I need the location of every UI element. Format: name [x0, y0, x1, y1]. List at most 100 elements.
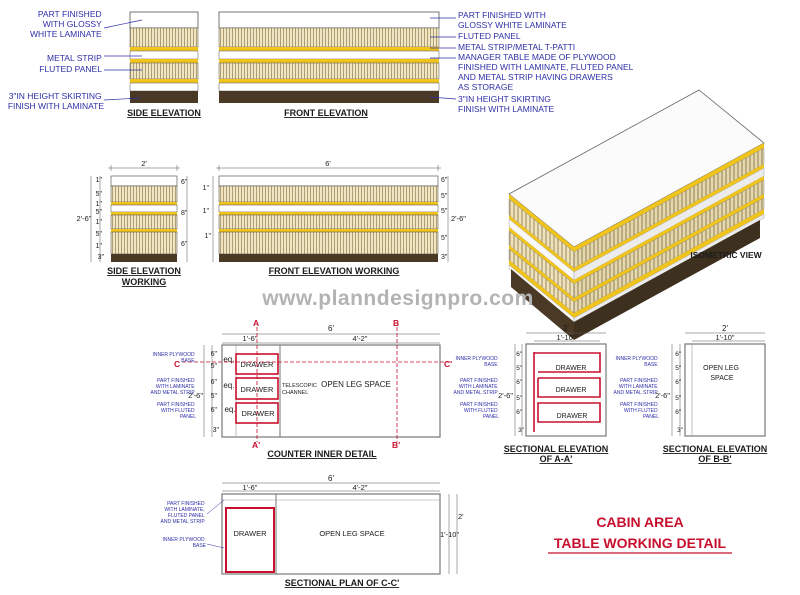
aa-caption-2: OF A-A' [540, 454, 573, 464]
bb-vdim-5: 6" [675, 409, 682, 416]
svg-text:INNER PLYWOOD BASE: INNER PLYWOOD BASE PART FINISHED WITH LA… [151, 352, 197, 420]
fw-dim-r3: 5" [441, 208, 448, 215]
sectional-elevation-bb: OPEN LEG SPACE 2' 1'-10" 2'-6" 6" 5" 6" … [614, 324, 768, 464]
svg-text:TELESCOPIC CHANNEL: TELESCOPIC CHANNEL [282, 383, 318, 396]
sec-a-mark: A [253, 318, 259, 328]
ci-note-3: PART FINISHED [157, 378, 195, 384]
cc-drawer-label: DRAWER [233, 529, 267, 538]
side-note-6: 3"IN HEIGHT SKIRTING [9, 91, 102, 101]
ci-note-4: WITH LAMINATE [156, 384, 195, 390]
sectional-elevation-aa: DRAWER DRAWER DRAWER 2' 1'-10" 2'-6" 6" … [454, 324, 609, 464]
svg-text:6" 5" 6" 5": 6" 5" 6" 5" 6" 3" [211, 351, 220, 434]
bb-width: 2' [722, 324, 728, 333]
fw-dim-r5: 3" [441, 254, 448, 261]
sw-dim-l7: 1" [96, 243, 103, 250]
bb-inner: 1'-10" [715, 333, 734, 342]
open-leg-space-label: OPEN LEG SPACE [321, 380, 391, 389]
sec-c2-mark: C' [444, 359, 452, 369]
aa-inner: 1'-10" [556, 333, 575, 342]
front-note-4: METAL STRIP/METAL T-PATTI [458, 42, 575, 52]
bb-note-8: PANEL [643, 414, 659, 420]
aa-width: 2' [563, 324, 569, 333]
svg-text:PART FINISHED WITH LAMIN: PART FINISHED WITH LAMINATE, FLUTED PANE… [161, 501, 207, 549]
ci-vdim-4: 5" [211, 393, 218, 400]
ci-note-5: AND METAL STRIP [151, 390, 196, 396]
aa-vdim-5: 6" [516, 409, 523, 416]
ci-vdim-6: 3" [213, 427, 220, 434]
aa-note-6: PART FINISHED [460, 402, 498, 408]
aa-vdim-1: 6" [516, 351, 523, 358]
svg-text:INNER PLYWOOD BASE: INNER PLYWOOD BASE PART FINISHED WITH LA… [454, 356, 500, 420]
isometric-caption: ISOMETRIC VIEW [690, 250, 762, 260]
isometric-view: ISOMETRIC VIEW [508, 89, 765, 340]
front-note-8: AS STORAGE [458, 82, 513, 92]
cc-width: 6' [328, 474, 334, 483]
front-note-6: FINISHED WITH LAMINATE, FLUTED PANEL [458, 62, 634, 72]
cc-open-label: OPEN LEG SPACE [319, 529, 384, 538]
aa-note-1: INNER PLYWOOD [455, 356, 498, 362]
svg-text:eq. eq. eq.: eq. eq. eq. [223, 355, 236, 414]
sw-dim-l6: 5" [96, 231, 103, 238]
side-note-5: FLUTED PANEL [39, 64, 102, 74]
sw-dim-l2: 5" [96, 191, 103, 198]
side-note-3: WHITE LAMINATE [30, 29, 102, 39]
counter-inner-caption: COUNTER INNER DETAIL [267, 449, 377, 459]
bb-vdim-2: 5" [675, 365, 682, 372]
aa-height: 2'-6" [498, 391, 513, 400]
aa-vdim-2: 5" [516, 365, 523, 372]
front-elevation: PART FINISHED WITH GLOSSY WHITE LAMINATE… [218, 10, 634, 118]
front-working-height: 2'-6" [451, 214, 466, 223]
bb-note-5: AND METAL STRIP [614, 390, 659, 396]
cc-inner: 1'-10" [440, 530, 459, 539]
bb-note-4: WITH LAMINATE [619, 384, 658, 390]
sw-dim-r2: 8" [181, 210, 188, 217]
aa-drawer-3: DRAWER [557, 413, 588, 420]
svg-text:6" 5" 6" 5": 6" 5" 6" 5" 6" 3" [675, 351, 683, 434]
aa-note-5: AND METAL STRIP [454, 390, 499, 396]
title-line-2: TABLE WORKING DETAIL [554, 535, 727, 551]
ci-note-2: BASE [181, 358, 195, 364]
ci-width: 6' [328, 324, 334, 333]
ci-vdim-2: 5" [211, 363, 218, 370]
sec-b-mark: B [393, 318, 399, 328]
front-note-5: MANAGER TABLE MADE OF PLYWOOD [458, 52, 616, 62]
fw-dim-r4: 5" [441, 235, 448, 242]
sw-dim-l5: 1" [96, 219, 103, 226]
ci-w2: 4'-2" [353, 334, 368, 343]
side-note-7: FINISH WITH LAMINATE [8, 101, 105, 111]
side-note-2: WITH GLOSSY [43, 19, 102, 29]
side-elevation-working: 2' 2'-6" 1" 5" 1" 5" 1" 5" 1" 3" 6" 8" 6… [77, 159, 188, 287]
aa-note-7: WITH FLUTED [464, 408, 498, 414]
aa-note-2: BASE [484, 362, 498, 368]
fw-dim-l2: 1" [203, 208, 210, 215]
bb-note-7: WITH FLUTED [624, 408, 658, 414]
aa-vdim-6: 3" [518, 427, 525, 434]
aa-drawer-2: DRAWER [556, 387, 587, 394]
aa-note-8: PANEL [483, 414, 499, 420]
svg-text:6" 5" 5" 5": 6" 5" 5" 5" 3" [441, 177, 449, 261]
side-working-width: 2' [141, 159, 147, 168]
svg-text:DRAWER DRAWER DRAW: DRAWER DRAWER DRAWER [556, 365, 589, 420]
side-working-height: 2'-6" [77, 214, 92, 223]
cc-w1: 1'-6" [243, 483, 258, 492]
sec-c-mark: C [174, 359, 180, 369]
cc-note-5: INNER PLYWOOD [162, 537, 205, 543]
front-working-width: 6' [325, 159, 331, 168]
svg-text:6" 5" 6" 5": 6" 5" 6" 5" 6" 3" [516, 351, 524, 434]
cc-caption: SECTIONAL PLAN OF C-C' [285, 578, 399, 588]
aa-note-4: WITH LAMINATE [459, 384, 498, 390]
side-working-caption-2: WORKING [122, 277, 167, 287]
bb-note-6: PART FINISHED [620, 402, 658, 408]
front-elevation-caption: FRONT ELEVATION [284, 108, 368, 118]
side-elevation: PART FINISHED WITH GLOSSY WHITE LAMINATE… [8, 9, 201, 118]
telescopic-2: CHANNEL [282, 390, 308, 396]
cc-note-1: PART FINISHED [167, 501, 205, 507]
ci-note-6: PART FINISHED [157, 402, 195, 408]
bb-vdim-4: 5" [675, 395, 682, 402]
ci-note-1: INNER PLYWOOD [152, 352, 195, 358]
sw-dim-r3: 6" [181, 241, 188, 248]
svg-text:DRAWER DRAWER DRAW: DRAWER DRAWER DRAWER [240, 360, 275, 418]
bb-vdim-6: 3" [677, 427, 684, 434]
ci-w1: 1'-6" [243, 334, 258, 343]
